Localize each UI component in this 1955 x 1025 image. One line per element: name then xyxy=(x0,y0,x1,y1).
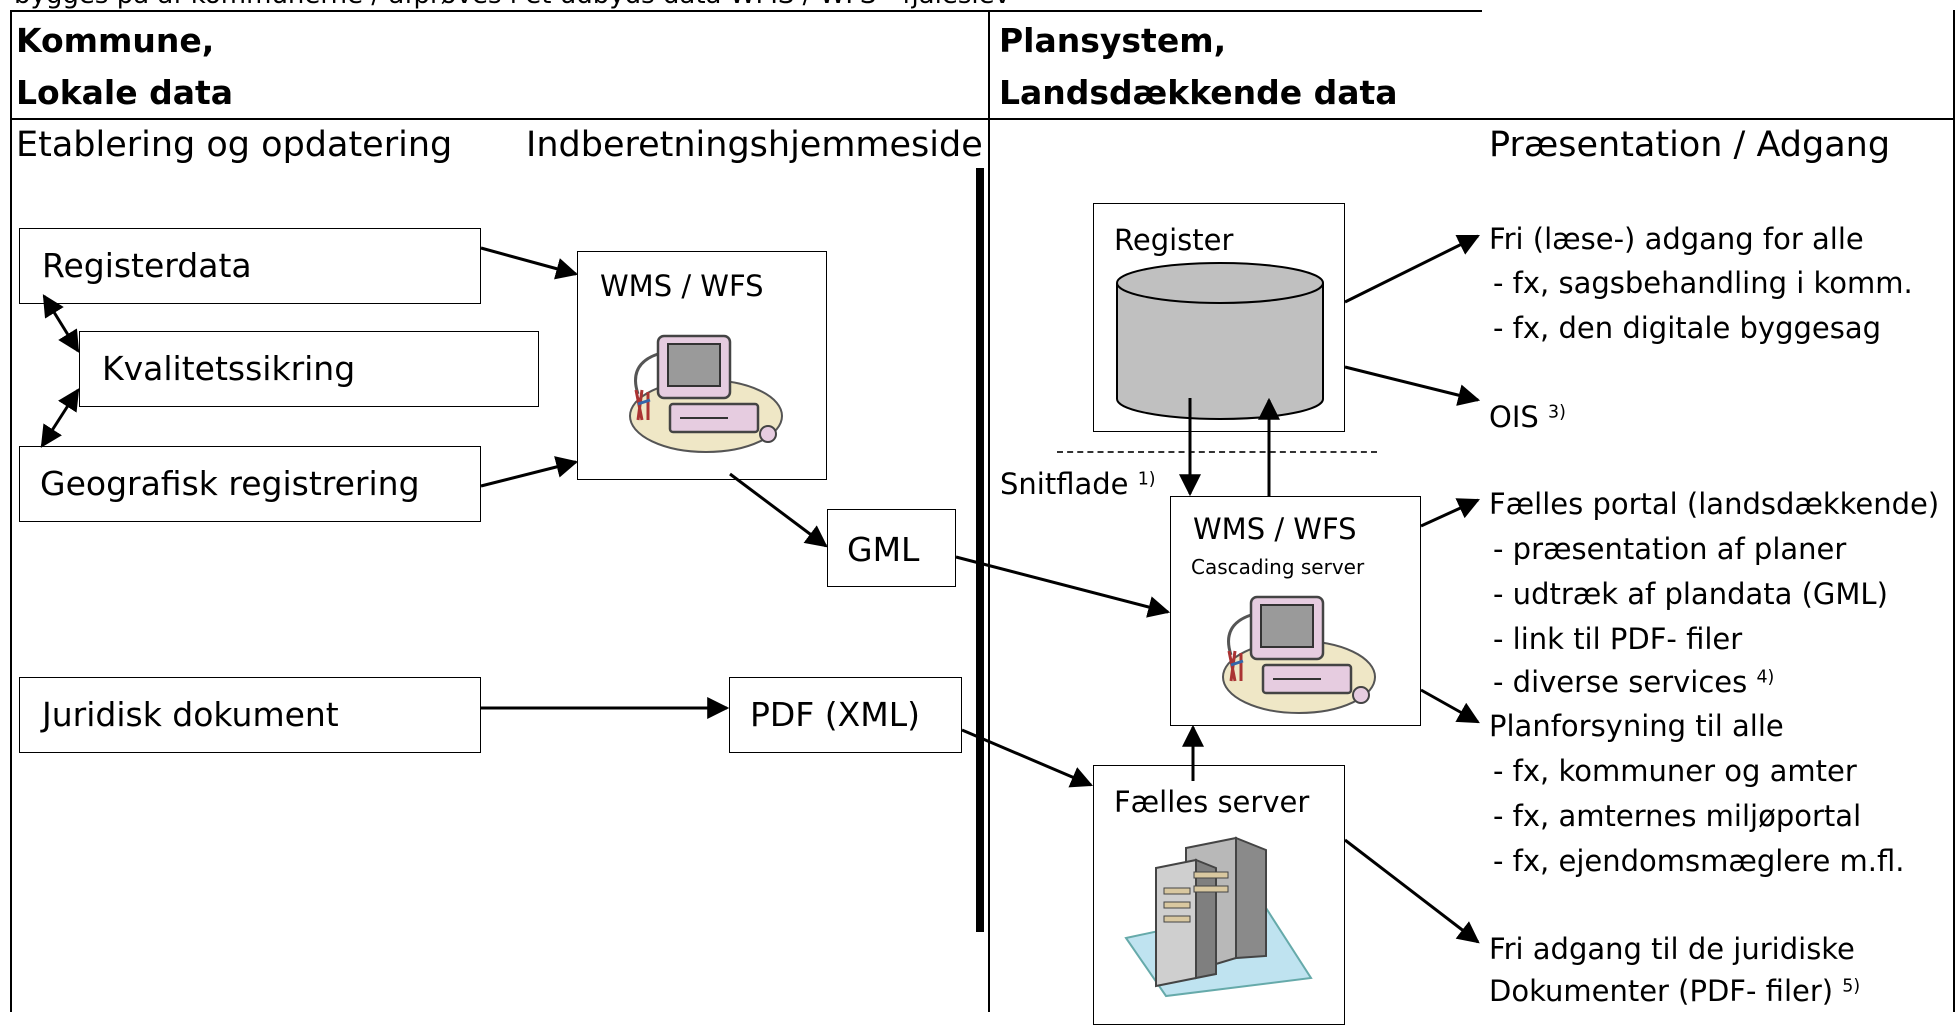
kvalitetssikring-box: Kvalitetssikring xyxy=(79,331,539,407)
section-praesentation: Præsentation / Adgang xyxy=(1489,125,1891,165)
frame-left-line xyxy=(10,10,12,1012)
arrow-register-ois xyxy=(1344,365,1481,406)
arrow-wms-gml xyxy=(729,472,828,548)
arrow-register-fri-adgang xyxy=(1344,234,1480,304)
section-indberetning: Indberetningshjemmeside xyxy=(526,125,983,165)
server-icon xyxy=(1124,836,1313,998)
faelles-portal-item: - præsentation af planer xyxy=(1493,532,1847,566)
pdf-xml-label: PDF (XML) xyxy=(750,695,920,734)
diverse-note: 4) xyxy=(1756,667,1775,688)
faelles-server-box: Fælles server xyxy=(1093,765,1345,1025)
ois-label: OIS 3) xyxy=(1489,403,1566,432)
fri-adgang-item: - fx, sagsbehandling i komm. xyxy=(1493,266,1913,300)
faelles-portal-title: Fælles portal (landsdækkende) xyxy=(1489,487,1940,521)
registerdata-box: Registerdata xyxy=(19,228,481,304)
faelles-server-label: Fælles server xyxy=(1114,785,1310,819)
fri-adgang-title: Fri (læse-) adgang for alle xyxy=(1489,222,1864,256)
top-caption: bygges på af kommunerne / afprøves i et … xyxy=(14,0,1010,8)
arrow-geografisk-wms xyxy=(480,456,579,488)
computer-icon xyxy=(629,334,783,453)
snitflade-text: Snitflade xyxy=(1000,467,1129,501)
snitflade-dashed-line xyxy=(1057,451,1377,453)
arrow-faelles-juridiske xyxy=(1344,838,1480,944)
geografisk-label: Geografisk registrering xyxy=(40,464,420,503)
right-header-line2: Landsdækkende data xyxy=(999,73,1398,112)
arrow-kvalitetssikring-geografisk xyxy=(40,388,80,448)
juridisk-label: Juridisk dokument xyxy=(42,695,339,734)
right-header-line1: Plansystem, xyxy=(999,21,1227,60)
gml-box: GML xyxy=(827,509,956,587)
snitflade-label: Snitflade 1) xyxy=(1000,470,1156,499)
left-header-line1: Kommune, xyxy=(16,21,215,60)
system-boundary-line xyxy=(976,168,984,932)
register-box: Register xyxy=(1093,203,1345,432)
planforsyning-item: - fx, ejendomsmæglere m.fl. xyxy=(1493,844,1905,878)
frame-right-line xyxy=(1953,10,1955,1012)
juridiske-line1: Fri adgang til de juridiske xyxy=(1489,932,1855,966)
pdf-xml-box: PDF (XML) xyxy=(729,677,962,753)
geografisk-box: Geografisk registrering xyxy=(19,446,481,522)
ois-text: OIS xyxy=(1489,400,1539,434)
juridisk-box: Juridisk dokument xyxy=(19,677,481,753)
left-header-line2: Lokale data xyxy=(16,73,234,112)
database-cylinder-icon xyxy=(1116,262,1324,420)
arrow-registerdata-kvalitetssikring xyxy=(42,294,80,353)
planforsyning-title: Planforsyning til alle xyxy=(1489,709,1784,743)
wms-wfs-right-label: WMS / WFS xyxy=(1193,512,1357,546)
arrow-registerdata-wms xyxy=(480,246,579,280)
snitflade-note: 1) xyxy=(1137,469,1156,490)
wms-wfs-cascading-box: WMS / WFS Cascading server xyxy=(1170,496,1421,726)
juridiske-line2: Dokumenter (PDF- filer) 5) xyxy=(1489,977,1860,1006)
frame-top-line xyxy=(10,10,1482,12)
gml-label: GML xyxy=(847,530,920,569)
cascading-server-label: Cascading server xyxy=(1191,555,1365,579)
section-etablering: Etablering og opdatering xyxy=(16,125,453,165)
juridiske-note: 5) xyxy=(1842,976,1861,997)
ois-note: 3) xyxy=(1548,402,1566,423)
faelles-portal-diverse: - diverse services 4) xyxy=(1493,668,1774,697)
computer-icon xyxy=(1222,595,1376,714)
arrow-cascading-portal xyxy=(1420,498,1481,528)
faelles-portal-item: - udtræk af plandata (GML) xyxy=(1493,577,1888,611)
kvalitetssikring-label: Kvalitetssikring xyxy=(102,349,356,388)
planforsyning-item: - fx, kommuner og amter xyxy=(1493,754,1857,788)
diverse-text: - diverse services xyxy=(1493,665,1748,699)
register-label: Register xyxy=(1114,223,1234,257)
wms-wfs-left-box: WMS / WFS xyxy=(577,251,827,480)
frame-header-divider xyxy=(10,118,1955,120)
fri-adgang-item: - fx, den digitale byggesag xyxy=(1493,311,1882,345)
faelles-portal-item: - link til PDF- filer xyxy=(1493,622,1743,656)
planforsyning-item: - fx, amternes miljøportal xyxy=(1493,799,1862,833)
registerdata-label: Registerdata xyxy=(42,246,252,285)
arrow-cascading-planforsyning xyxy=(1420,688,1480,724)
frame-middle-line xyxy=(988,10,990,1012)
juridiske-text: Dokumenter (PDF- filer) xyxy=(1489,974,1834,1008)
wms-wfs-left-label: WMS / WFS xyxy=(600,269,764,303)
